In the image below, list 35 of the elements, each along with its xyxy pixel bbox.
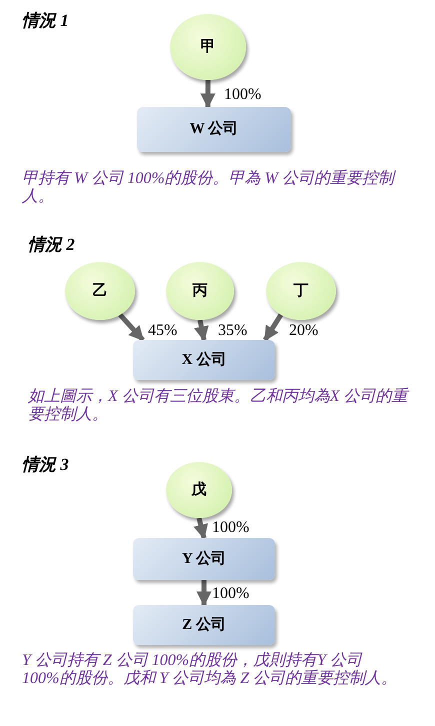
node-text: Z 公司 [182,616,226,635]
node-text: 乙 [92,282,108,301]
description-text: 如上圖示，X 公司有三位股東。乙和丙均為X 公司的重要控制人。 [28,388,408,425]
shareholder-ellipse [166,262,234,320]
company-box [133,538,275,580]
edge-label: 20% [289,321,318,341]
edge-label: 100% [212,518,250,538]
edge-label: 45% [148,321,178,341]
node-text: 甲 [200,38,216,57]
arrow [196,580,212,606]
arrow [262,313,284,342]
edge-label: 35% [218,321,248,341]
node-text: X 公司 [182,350,226,370]
section-heading: 情況 2 [28,234,76,256]
node-text: 丙 [192,282,208,301]
arrow [193,517,208,540]
arrow [194,320,209,342]
node-text: 丁 [294,282,308,301]
shareholder-ellipse [166,462,232,518]
section-heading: 情況 3 [22,454,70,476]
node-text: W 公司 [190,120,238,140]
section-heading: 情況 1 [22,10,70,32]
arrow [200,80,216,108]
company-box [133,605,275,645]
shareholder-ellipse [266,262,336,320]
node-text: Y 公司 [182,550,226,569]
shareholder-ellipse [65,262,135,320]
company-box [133,340,275,380]
description-text: Y 公司持有 Z 公司 100%的股份，戊則持有Y 公司 100%的股份。戊和 Y 公司均為 Z 公司的重要控制人。 [22,652,398,689]
node-text: 戊 [192,480,206,500]
company-box [137,107,291,152]
edge-label: 100% [224,85,262,105]
edge-label: 100% [212,584,250,604]
arrow [118,313,145,342]
description-text: 甲持有 W 公司 100%的股份。甲為 W 公司的重要控制人。 [22,170,397,207]
